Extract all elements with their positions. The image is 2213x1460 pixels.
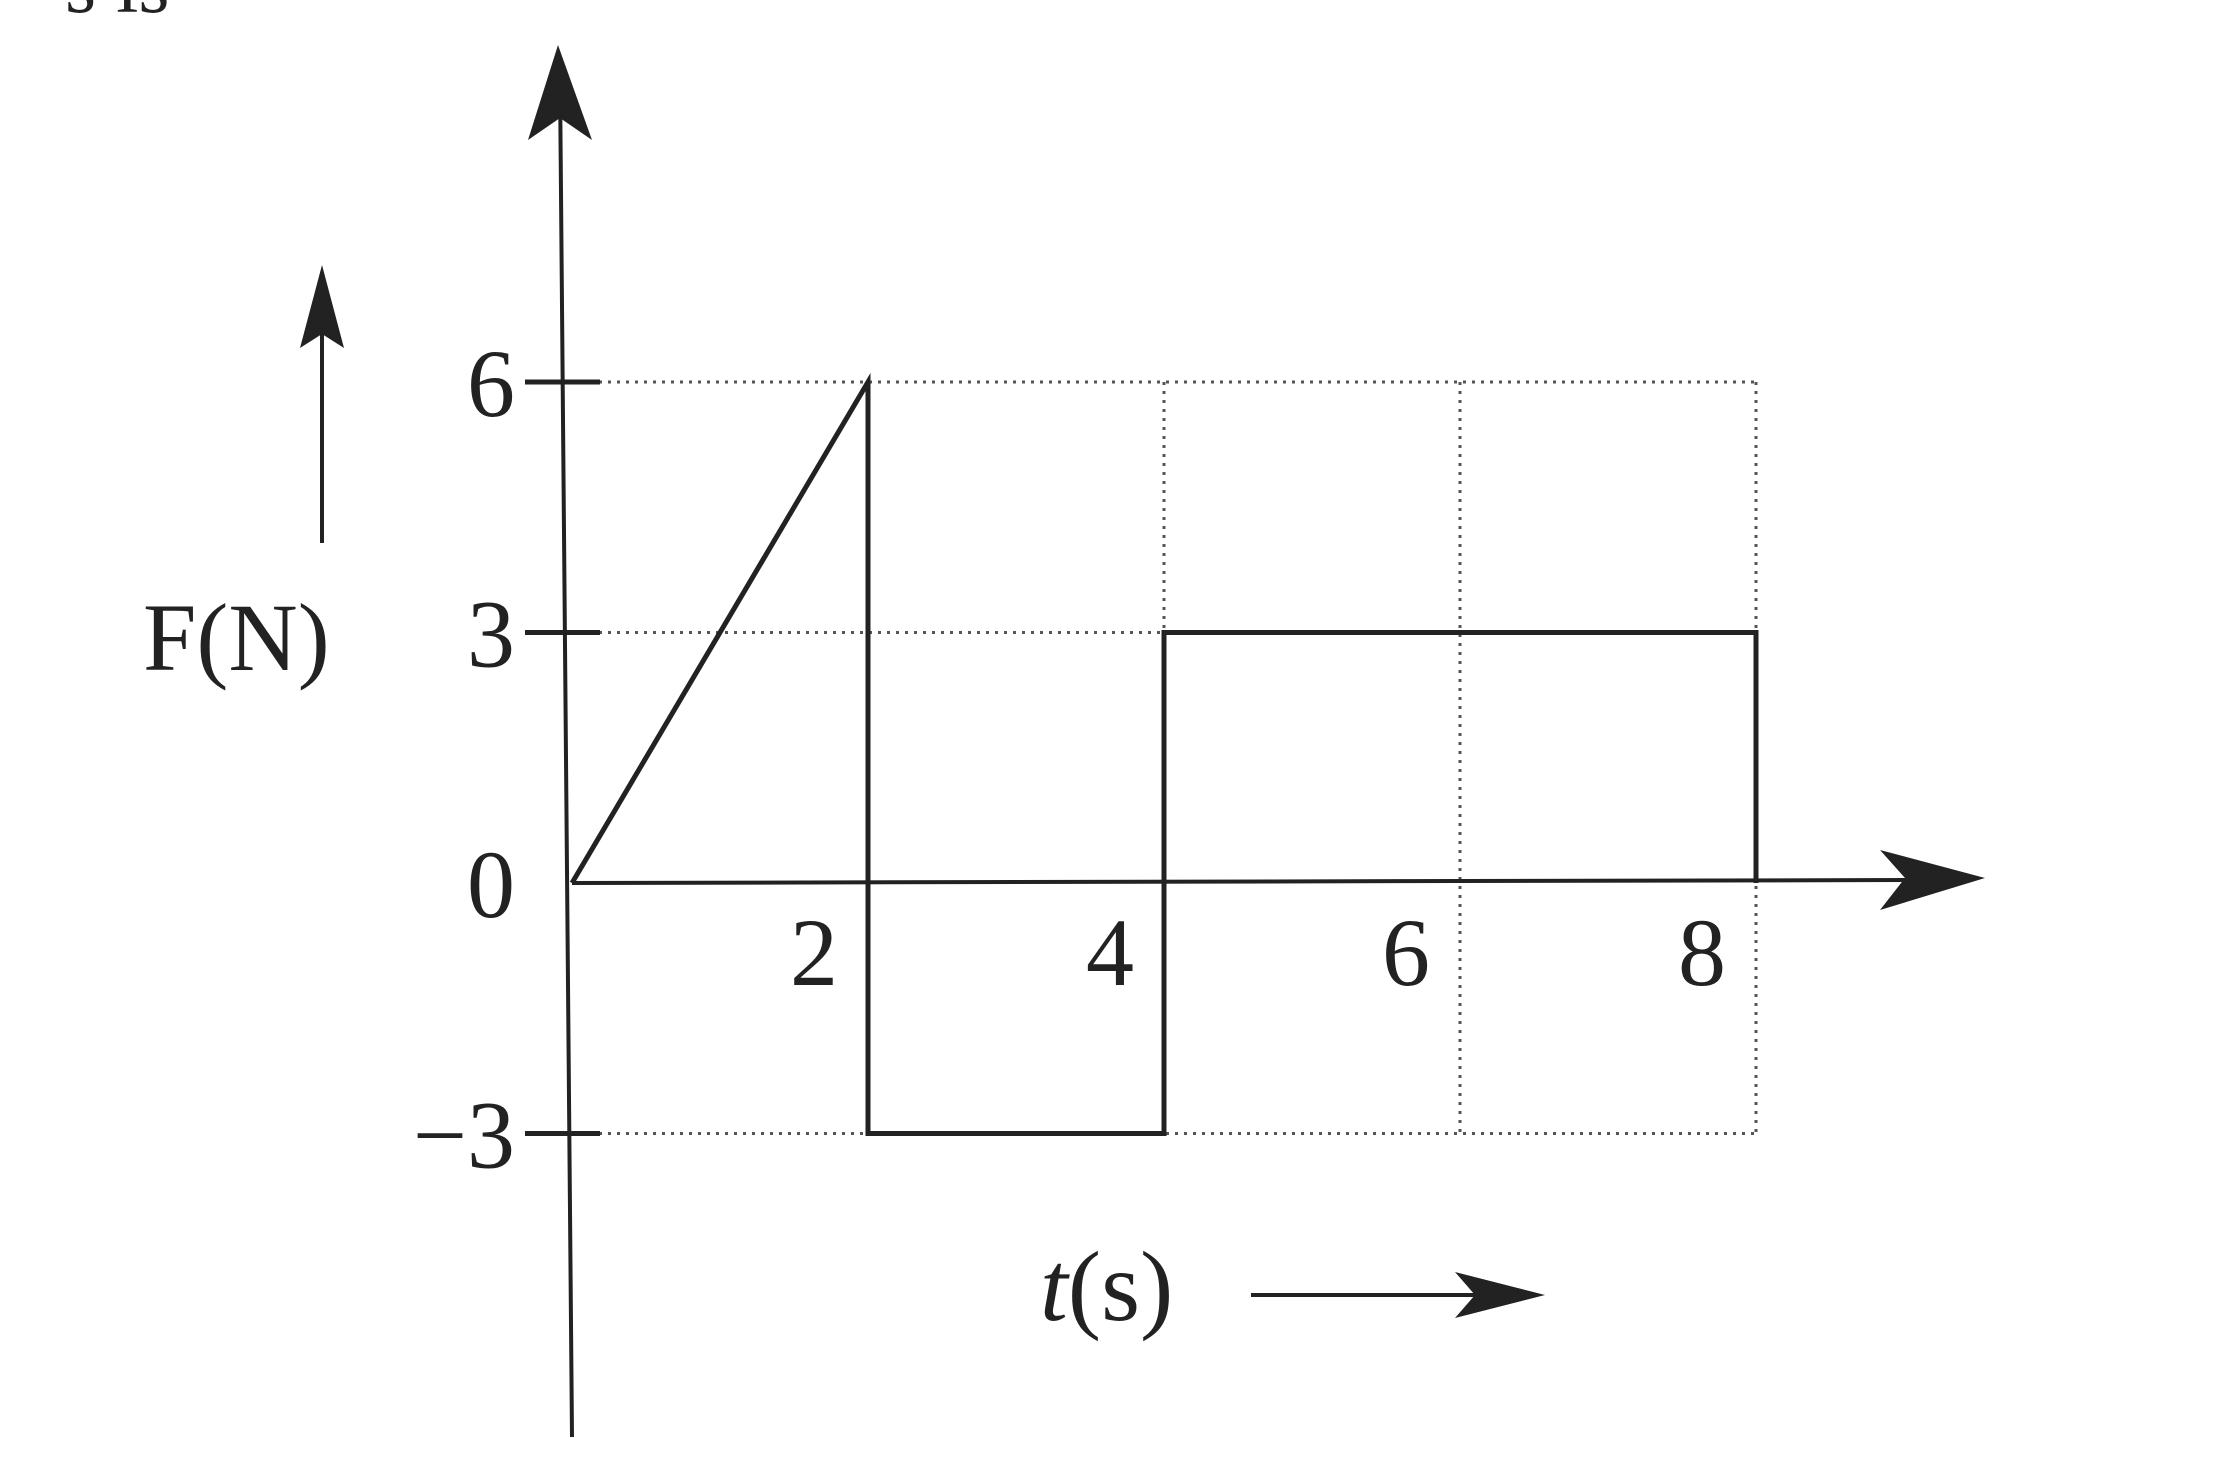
y-axis-label: F(N)	[143, 584, 330, 691]
force-curve	[569, 372, 1759, 1136]
x-label-arrow-icon	[1455, 1272, 1545, 1318]
x-axis-unit: (s)	[1068, 1231, 1174, 1342]
x-axis-var: t	[1040, 1231, 1070, 1342]
y-label-arrow-icon	[300, 265, 344, 348]
x-axis-arrow-icon	[1880, 850, 1985, 910]
y-axis-line	[558, 79, 574, 1438]
x-axis-line	[571, 878, 1921, 885]
axes	[300, 45, 1985, 1438]
ticks: 6 3 0 −3 2 4 6 8	[413, 330, 1726, 1189]
series	[569, 372, 1759, 1136]
x-tick-label: 6	[1382, 899, 1430, 1006]
x-tick-label: 2	[790, 899, 838, 1006]
y-axis-arrow-icon	[528, 45, 592, 140]
y-tick-label: 0	[467, 831, 515, 938]
x-tick-label: 4	[1086, 899, 1134, 1006]
y-tick-label: 6	[467, 330, 515, 437]
x-tick-label: 8	[1678, 899, 1726, 1006]
x-axis-label: t(s)	[1040, 1231, 1173, 1342]
y-tick-label: −3	[413, 1082, 515, 1189]
cropped-header-text: s is	[65, 0, 170, 30]
y-tick-label: 3	[467, 581, 515, 688]
